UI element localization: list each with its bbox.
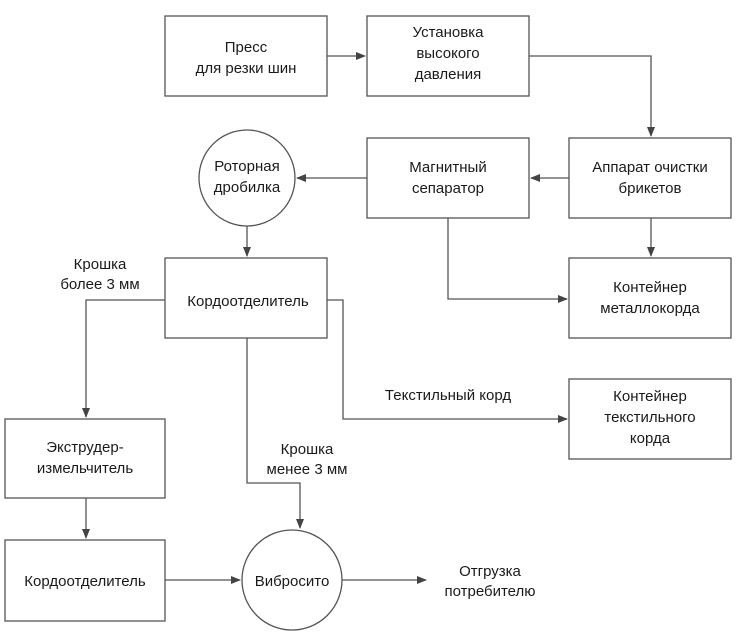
node-label: Аппарат очистки xyxy=(592,159,708,176)
textile-cord-label: Текстильный корд xyxy=(385,387,511,404)
node-label: текстильного xyxy=(604,409,695,426)
node-label: измельчитель xyxy=(37,460,133,477)
metal-cord-container-node: Контейнер металлокорда xyxy=(568,257,732,339)
process-circle xyxy=(241,529,343,631)
cord-separator-to-vibro-arrow xyxy=(246,338,304,529)
node-label: высокого xyxy=(416,45,479,62)
node-label: Кордоотделитель xyxy=(187,293,309,310)
node-label: Пресс xyxy=(225,39,268,56)
textile-cord-container-node: Контейнер текстильного корда xyxy=(568,378,732,460)
hp-unit-to-cleaner-arrow xyxy=(529,55,655,137)
process-box xyxy=(568,257,732,339)
edge-label-line: более 3 мм xyxy=(60,276,139,293)
magnetic-separator-node: Магнитный сепаратор xyxy=(366,137,530,219)
process-box xyxy=(568,378,732,460)
process-box xyxy=(4,539,166,622)
process-box xyxy=(366,137,530,219)
node-label: Контейнер xyxy=(613,279,687,296)
node-label: Магнитный xyxy=(409,159,486,176)
process-box xyxy=(568,137,732,219)
process-circle xyxy=(198,129,296,227)
edge-label-line: Отгрузка xyxy=(459,563,521,580)
cord-separator-2-node: Кордоотделитель xyxy=(4,539,166,622)
edge-label-line: менее 3 мм xyxy=(267,461,348,478)
node-label: для резки шин xyxy=(196,60,297,77)
high-pressure-unit-node: Установка высокого давления xyxy=(366,15,530,97)
edge-label-line: потребителю xyxy=(444,583,535,600)
node-label: металлокорда xyxy=(600,300,700,317)
shipment-label: Отгрузка потребителю xyxy=(444,563,535,600)
node-label: дробилка xyxy=(214,179,281,196)
node-label: корда xyxy=(630,430,671,447)
process-box xyxy=(4,418,166,499)
extruder-shredder-node: Экструдер-измельчитель xyxy=(4,418,166,499)
node-label: Установка xyxy=(413,24,485,41)
node-label: Экструдер- xyxy=(46,439,124,456)
magnet-to-metal-container-arrow xyxy=(447,218,568,303)
cord-separator-to-extruder-arrow xyxy=(82,299,165,418)
edge-label-line: Текстильный корд xyxy=(385,387,511,404)
process-box xyxy=(164,257,328,339)
crumb-over-3mm-label: Крошка более 3 мм xyxy=(60,256,139,293)
cord-separator-to-textile-container-arrow xyxy=(327,299,568,423)
node-label: Кордоотделитель xyxy=(24,573,146,590)
press-node: Пресс для резки шин xyxy=(164,15,328,97)
edge-label-line: Крошка xyxy=(281,441,334,458)
edge-label-line: Крошка xyxy=(74,256,127,273)
node-label: брикетов xyxy=(619,180,682,197)
process-box xyxy=(366,15,530,97)
rotor-crusher-node: Роторная дробилка xyxy=(198,129,296,227)
node-label: давления xyxy=(415,66,482,83)
node-label: Роторная xyxy=(214,158,280,175)
node-label: Вибросито xyxy=(255,573,330,590)
cord-separator-node: Кордоотделитель xyxy=(164,257,328,339)
vibrating-screen-node: Вибросито xyxy=(241,529,343,631)
crumb-under-3mm-label: Крошка менее 3 мм xyxy=(267,441,348,478)
process-box xyxy=(164,15,328,97)
node-label: Контейнер xyxy=(613,388,687,405)
briquette-cleaner-node: Аппарат очистки брикетов xyxy=(568,137,732,219)
node-label: сепаратор xyxy=(412,180,484,197)
